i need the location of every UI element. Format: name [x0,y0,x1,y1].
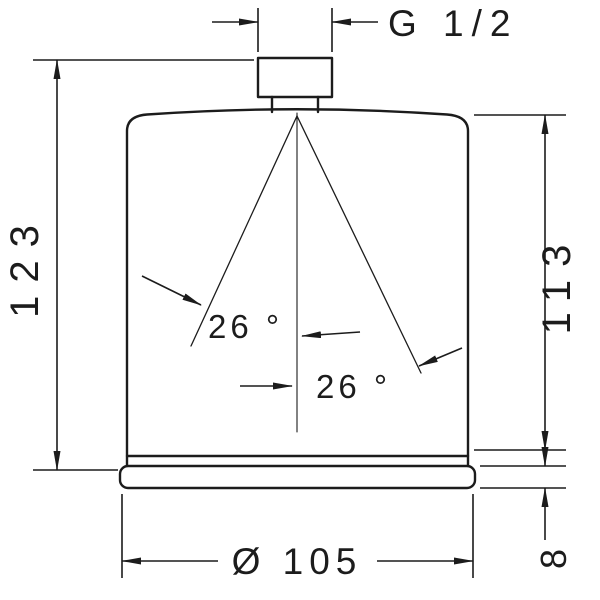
total-height-extension-lines [33,59,254,471]
connector-neck [270,95,320,114]
angle-arrow-lower-right [418,347,463,367]
body-plate-step [125,454,470,468]
total-height-label: 123 [3,212,47,318]
plate-thickness-extension-lines [480,465,566,489]
angle-label-lower: 26 ° [316,368,391,405]
spray-plate [118,464,477,490]
spray-angle-line-left [190,115,298,347]
thread-connector [256,56,334,99]
plate-thickness-label: 8 [533,547,574,569]
body-height-label: 113 [535,232,579,335]
dim-total-height: 123 [3,59,254,471]
body-height-extension-lines [474,114,566,451]
spray-angle-line-right [296,115,422,374]
dim-plate-thickness: 8 [480,447,574,569]
thread-extension-lines [257,8,333,52]
spray-angle-lines [190,112,422,433]
diameter-label: Ø 105 [232,541,363,582]
angle-arrow-upper-left [141,275,202,306]
angle-arrow-to-center-left [301,331,361,339]
angle-annotations: 26 ° 26 ° [141,275,463,405]
angle-label-upper: 26 ° [208,308,283,345]
dim-body-height: 113 [474,114,579,451]
dim-diameter: Ø 105 [121,494,474,582]
dim-thread: G 1/2 [212,3,519,52]
showerhead-body-outline [125,108,470,458]
showerhead-outline [118,56,477,490]
thread-dimension-label: G 1/2 [388,3,519,44]
